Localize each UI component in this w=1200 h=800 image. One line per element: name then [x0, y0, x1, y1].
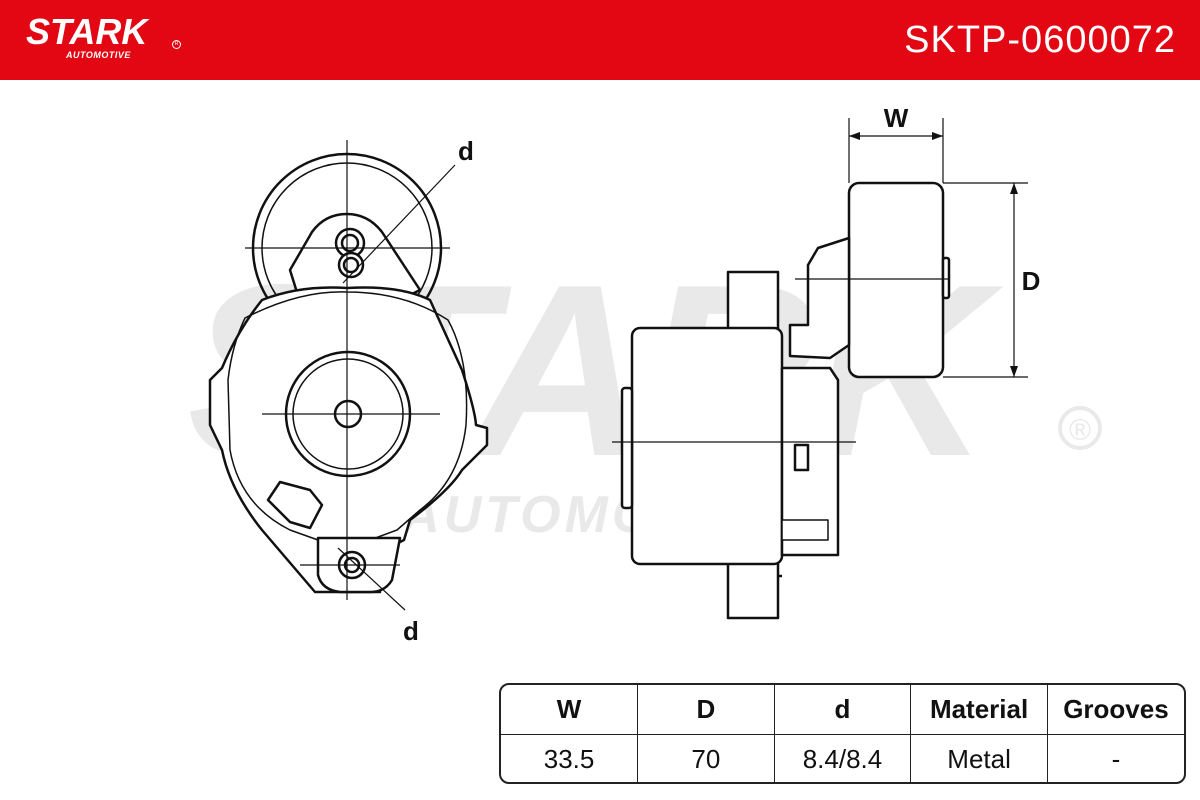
dim-d-top-label: d: [458, 136, 474, 166]
specs-value-grooves: -: [1046, 734, 1184, 782]
tensioner-body: [208, 286, 489, 594]
side-view: [620, 181, 951, 620]
brand-subtitle: AUTOMOTIVE: [66, 50, 131, 60]
watermark-reg-icon: [1058, 406, 1102, 450]
header-bar: STARK AUTOMOTIVE R SKTP-0600072: [0, 0, 1200, 80]
specs-header-d-large: D: [637, 685, 775, 735]
body-side: [630, 326, 784, 566]
mount-hole-top: [337, 251, 365, 279]
dim-D-label: D: [1022, 266, 1041, 296]
dim-d-top-leader: [342, 164, 456, 284]
brand-logo: STARK AUTOMOTIVE: [26, 11, 148, 61]
watermark-reg: ®: [1069, 414, 1091, 447]
specs-header-d-small: d: [773, 685, 912, 735]
front-view-centerlines: [245, 140, 456, 611]
front-view: [208, 152, 489, 594]
specs-value-d-large: 70: [637, 734, 775, 782]
brand-name: STARK: [26, 11, 148, 52]
dim-d-bottom-leader: [337, 547, 406, 611]
technical-drawing: STARK AUTOMOTIVE ® d d: [187, 103, 1102, 646]
registered-mark-icon: R: [172, 40, 181, 49]
dim-W-label: W: [884, 103, 909, 133]
specs-header-grooves: Grooves: [1046, 685, 1184, 735]
specs-header-row: W D d Material Grooves: [501, 685, 1184, 735]
pulley-side: [847, 181, 945, 379]
specs-value-row: 33.5 70 8.4/8.4 Metal -: [501, 734, 1184, 782]
specs-header-material: Material: [910, 685, 1048, 735]
dim-d-bottom-label: d: [403, 616, 419, 646]
specs-table: W D d Material Grooves 33.5 70 8.4/8.4 M…: [499, 683, 1186, 784]
stop-block: [266, 480, 324, 530]
part-number: SKTP-0600072: [904, 19, 1176, 61]
specs-value-w: 33.5: [501, 734, 639, 782]
specs-value-material: Metal: [910, 734, 1048, 782]
arm-side: [788, 236, 851, 360]
specs-header-w: W: [501, 685, 639, 735]
specs-value-d-small: 8.4/8.4: [773, 734, 912, 782]
side-view-centerlines: [612, 118, 1028, 443]
